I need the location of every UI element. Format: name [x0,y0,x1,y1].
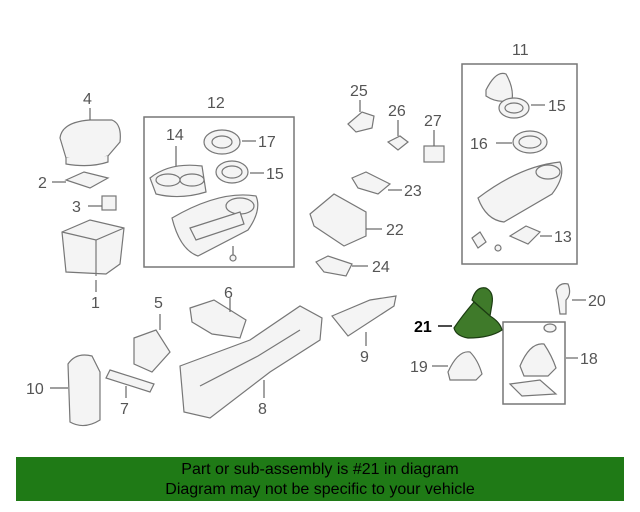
callout-25: 25 [350,83,368,100]
callout-26: 26 [388,103,406,120]
callout-16: 16 [470,136,488,153]
callout-12: 12 [207,95,225,112]
part-17-lid [203,129,241,155]
callout-2: 2 [38,175,47,192]
part-21-shift-boot [453,287,503,339]
callout-14: 14 [166,127,184,144]
callout-13: 13 [554,229,572,246]
callout-18: 18 [580,351,598,368]
callout-8: 8 [258,401,267,418]
part-16-bezel [512,130,548,154]
banner-line-2: Diagram may not be specific to your vehi… [165,481,475,498]
part-11-cup [535,164,561,180]
callout-6: 6 [224,285,233,302]
part-3-clip [101,195,117,211]
group-box-18 [502,321,566,405]
part-15-ring-a [215,160,249,184]
part-22-bracket [309,193,367,247]
part-23-bracket [351,171,392,195]
callout-19: 19 [410,359,428,376]
part-11-clip [471,231,487,249]
screw-12 [229,254,237,262]
part-4-armrest-lid [59,119,121,167]
callout-3: 3 [72,199,81,216]
info-banner: Part or sub-assembly is #21 in diagram D… [16,457,624,501]
callout-24: 24 [372,259,390,276]
part-7-strip [105,369,155,393]
callout-15b: 15 [548,98,566,115]
part-10-trim-panel [67,354,101,427]
part-8-floor-console [179,305,323,419]
callout-20: 20 [588,293,606,310]
callout-21: 21 [414,319,432,336]
part-9-side-panel [331,295,397,337]
banner-line-1: Part or sub-assembly is #21 in diagram [181,461,459,478]
part-20-knob [555,283,571,315]
part-18-boot [519,343,557,377]
callout-10: 10 [26,381,44,398]
part-26-connector [386,135,409,151]
callout-27: 27 [424,113,442,130]
part-8-detail [199,329,301,387]
callout-23: 23 [404,183,422,200]
part-5-bracket [133,329,171,373]
part-18-plate [508,379,558,397]
callout-15a: 15 [266,166,284,183]
part-2-pad [64,171,110,189]
group-box-12 [143,116,295,268]
callout-5: 5 [154,295,163,312]
part-15-ring-b [498,97,530,119]
part-12-tray-assembly [171,194,259,257]
callout-1: 1 [91,295,100,312]
group-box-11 [461,63,578,265]
part-24-bracket [315,255,353,277]
callout-11: 11 [512,42,529,59]
part-11-boot-top [485,72,513,102]
callout-9: 9 [360,349,369,366]
part-1-console-box [61,219,125,276]
callout-4: 4 [83,91,92,108]
screw-11 [494,244,502,252]
part-6-bracket [189,299,247,339]
callout-17: 17 [258,134,276,151]
callout-7: 7 [120,401,129,418]
callout-22: 22 [386,222,404,239]
part-13-bracket [508,225,542,245]
part-18-ring [543,323,557,333]
part-19-boot [447,351,483,381]
part-25-bracket [347,111,375,133]
part-14-cup-holder [149,164,207,198]
part-27-module [423,145,445,163]
